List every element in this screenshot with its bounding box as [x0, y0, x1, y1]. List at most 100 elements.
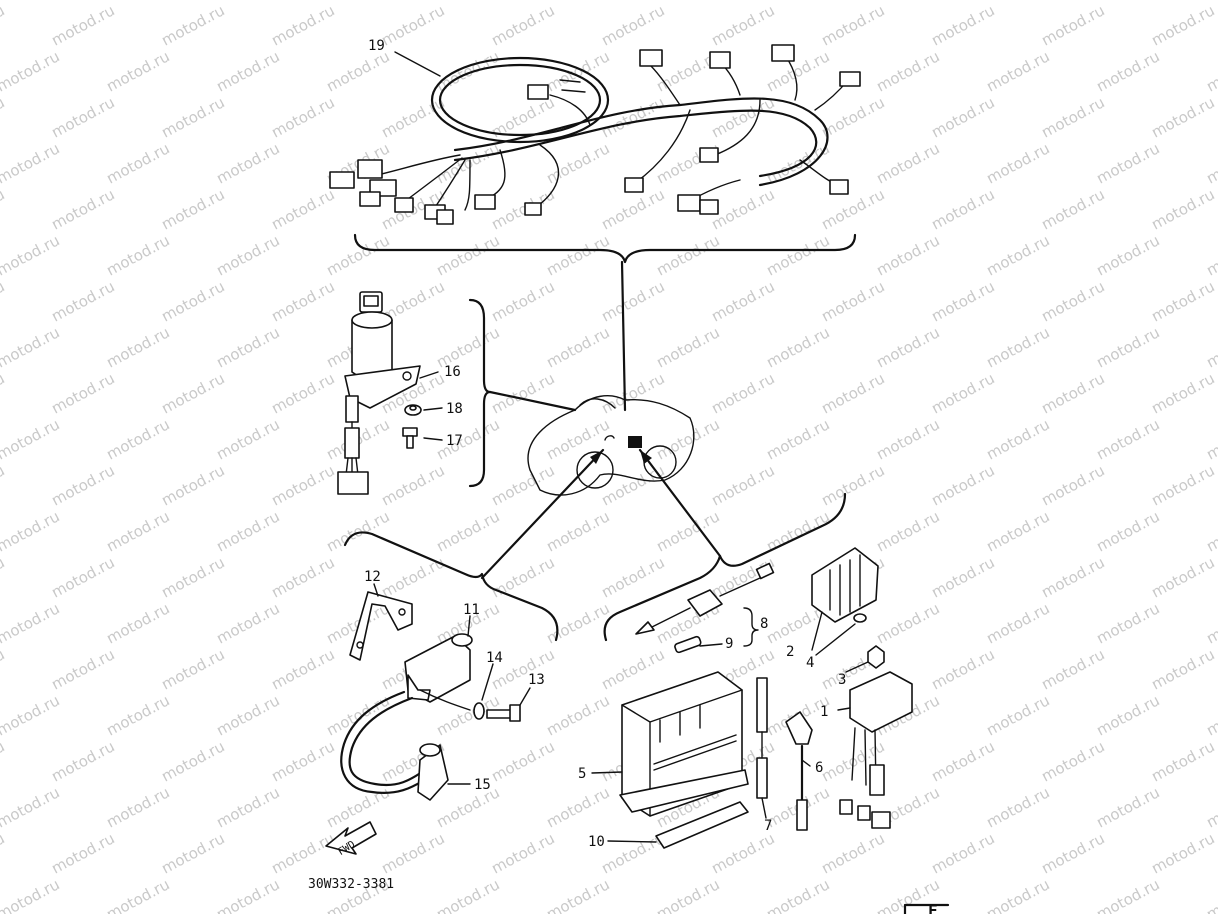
watermark-text: motod.ru [268, 93, 337, 141]
watermark-text: motod.ru [158, 553, 227, 601]
breather-pipe-drawing [756, 677, 768, 799]
watermark-text: motod.ru [0, 0, 63, 4]
harness-leader-line [620, 260, 627, 412]
watermark-text: motod.ru [873, 323, 942, 371]
callout-1: 1 [820, 704, 828, 720]
watermark-text: motod.ru [103, 323, 172, 371]
bolt-washer-drawing [473, 702, 521, 722]
watermark-text: motod.ru [543, 323, 612, 371]
watermark-text: motod.ru [213, 323, 282, 371]
watermark-text: motod.ru [48, 829, 117, 877]
watermark-text: motod.ru [873, 599, 942, 647]
switch-leader-line [488, 390, 577, 412]
callout-6: 6 [815, 760, 823, 776]
watermark-text: motod.ru [158, 1, 227, 49]
watermark-text: motod.ru [763, 0, 832, 4]
watermark-text: motod.ru [873, 507, 942, 555]
watermark-text: motod.ru [928, 277, 997, 325]
watermark-text: motod.ru [0, 47, 63, 95]
watermark-text: motod.ru [543, 507, 612, 555]
watermark-text: motod.ru [1148, 737, 1217, 785]
watermark-text: motod.ru [103, 507, 172, 555]
watermark-text: motod.ru [323, 47, 392, 95]
watermark-text: motod.ru [433, 231, 502, 279]
watermark-text: motod.ru [48, 1, 117, 49]
watermark-text: motod.ru [928, 461, 997, 509]
watermark-text: motod.ru [1038, 277, 1107, 325]
watermark-text: motod.ru [268, 369, 337, 417]
watermark-text: motod.ru [543, 415, 612, 463]
watermark-text: motod.ru [1148, 277, 1217, 325]
callout-2: 2 [786, 644, 794, 660]
watermark-text: motod.ru [708, 185, 777, 233]
wire-harness-drawing [329, 44, 861, 225]
watermark-text: motod.ru [1203, 0, 1218, 4]
watermark-text: motod.ru [983, 415, 1052, 463]
watermark-text: motod.ru [1038, 553, 1107, 601]
watermark-text: motod.ru [873, 415, 942, 463]
electrical-leader-line [638, 448, 722, 558]
watermark-text: motod.ru [983, 0, 1052, 4]
watermark-text: motod.ru [1093, 415, 1162, 463]
watermark-text: motod.ru [213, 139, 282, 187]
callout-19: 19 [368, 38, 385, 54]
watermark-text: motod.ru [268, 553, 337, 601]
watermark-text: motod.ru [708, 369, 777, 417]
watermark-text: motod.ru [598, 369, 667, 417]
watermark-text: motod.ru [1038, 185, 1107, 233]
watermark-text: motod.ru [1148, 185, 1217, 233]
corner-mark-label: F [928, 901, 938, 914]
watermark-text: motod.ru [763, 875, 832, 914]
watermark-text: motod.ru [323, 0, 392, 4]
callout-14: 14 [486, 650, 503, 666]
watermark-text: motod.ru [818, 93, 887, 141]
watermark-text: motod.ru [48, 461, 117, 509]
callout-15: 15 [474, 777, 491, 793]
watermark-text: motod.ru [543, 231, 612, 279]
watermark-text: motod.ru [1148, 1, 1217, 49]
watermark-text: motod.ru [1038, 1, 1107, 49]
watermark-text: motod.ru [983, 691, 1052, 739]
watermark-text: motod.ru [543, 875, 612, 914]
watermark-text: motod.ru [103, 783, 172, 831]
watermark-text: motod.ru [1038, 369, 1107, 417]
watermark-text: motod.ru [213, 783, 282, 831]
watermark-text: motod.ru [818, 829, 887, 877]
watermark-text: motod.ru [598, 1, 667, 49]
watermark-text: motod.ru [48, 185, 117, 233]
watermark-text: motod.ru [268, 645, 337, 693]
watermark-text: motod.ru [763, 415, 832, 463]
drawing-code: 30W332-3381 [308, 877, 394, 892]
watermark-text: motod.ru [158, 185, 227, 233]
main-switch-drawing [337, 291, 443, 495]
watermark-text: motod.ru [103, 415, 172, 463]
watermark-text: motod.ru [873, 231, 942, 279]
corner-mark: F [903, 901, 950, 918]
watermark-text: motod.ru [323, 691, 392, 739]
ignition-coil-bracket-drawing [349, 591, 413, 661]
watermark-text: motod.ru [103, 47, 172, 95]
callout-11: 11 [463, 602, 480, 618]
watermark-text: motod.ru [928, 737, 997, 785]
fwd-arrow: FWD [325, 821, 377, 858]
watermark-text: motod.ru [1148, 461, 1217, 509]
watermark-text: motod.ru [213, 47, 282, 95]
watermark-text: motod.ru [1148, 93, 1217, 141]
watermark-text: motod.ru [378, 461, 447, 509]
watermark-text: motod.ru [158, 737, 227, 785]
watermark-text: motod.ru [378, 93, 447, 141]
callout-7: 7 [764, 818, 772, 834]
watermark-text: motod.ru [818, 185, 887, 233]
callout-17: 17 [446, 433, 463, 449]
watermark-text: motod.ru [873, 0, 942, 4]
watermark-text: motod.ru [1093, 0, 1162, 4]
watermark-text: motod.ru [0, 599, 63, 647]
watermark-text: motod.ru [598, 553, 667, 601]
callout-13: 13 [528, 672, 545, 688]
watermark-text: motod.ru [1093, 47, 1162, 95]
watermark-text: motod.ru [0, 461, 8, 509]
watermark-text: motod.ru [873, 47, 942, 95]
watermark-text: motod.ru [653, 0, 722, 4]
watermark-text: motod.ru [268, 737, 337, 785]
